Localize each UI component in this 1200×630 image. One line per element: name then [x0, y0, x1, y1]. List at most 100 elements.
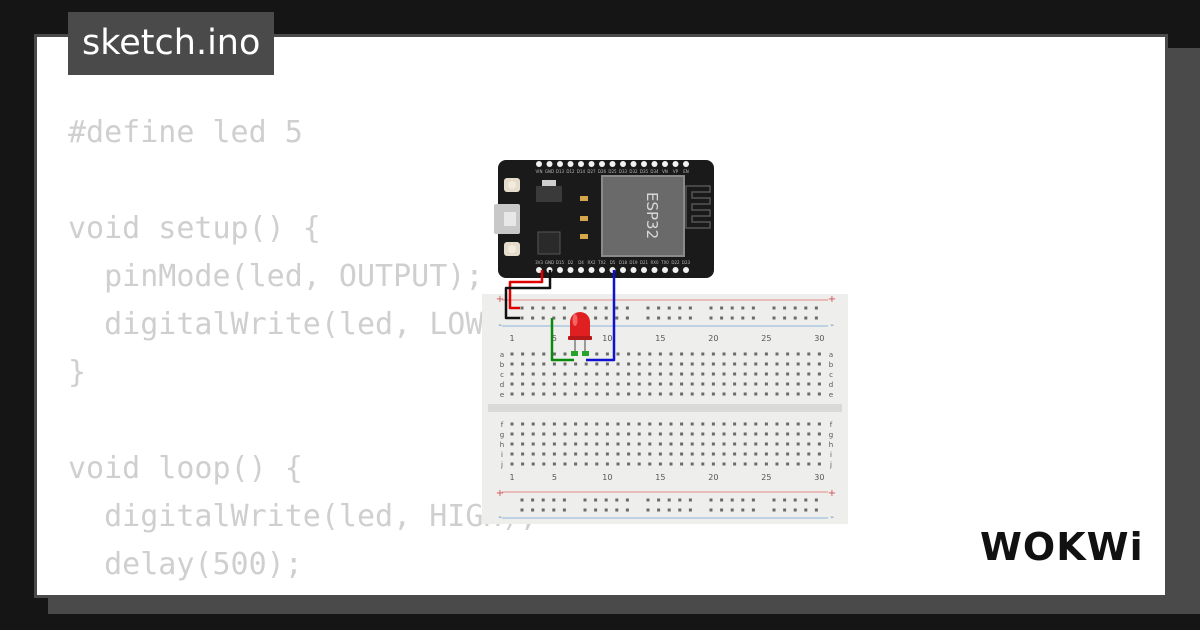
- breadboard-hole: [658, 352, 662, 356]
- breadboard-hole: [669, 352, 673, 356]
- breadboard-hole: [605, 462, 609, 466]
- breadboard-hole: [520, 498, 524, 502]
- code-line: }: [68, 355, 87, 390]
- breadboard-hole: [743, 362, 747, 366]
- row-letter: h: [500, 441, 504, 449]
- breadboard-hole: [796, 372, 800, 376]
- breadboard-hole: [669, 462, 673, 466]
- breadboard-hole: [542, 442, 546, 446]
- breadboard-hole: [817, 442, 821, 446]
- breadboard-hole: [541, 316, 545, 320]
- row-letter: i: [501, 451, 503, 459]
- breadboard-hole: [531, 462, 535, 466]
- breadboard-hole: [627, 422, 631, 426]
- led-anode-marker: [582, 351, 589, 356]
- breadboard-hole: [541, 508, 545, 512]
- wokwi-logo[interactable]: WOKWi: [978, 522, 1150, 572]
- breadboard-hole: [786, 452, 790, 456]
- breadboard-hole: [701, 392, 705, 396]
- breadboard-hole: [648, 452, 652, 456]
- pin-hole: [599, 267, 605, 273]
- breadboard-hole: [637, 452, 641, 456]
- breadboard-hole: [751, 306, 755, 310]
- pin-hole: [662, 267, 668, 273]
- breadboard-hole: [764, 362, 768, 366]
- breadboard-hole: [521, 422, 525, 426]
- pin-label: D18: [619, 260, 628, 265]
- breadboard-hole: [678, 498, 682, 502]
- breadboard-hole: [743, 392, 747, 396]
- breadboard-hole: [615, 508, 619, 512]
- file-tab[interactable]: sketch.ino: [68, 12, 275, 75]
- breadboard-hole: [711, 422, 715, 426]
- breadboard-hole: [627, 432, 631, 436]
- breadboard-hole: [605, 352, 609, 356]
- breadboard-hole: [562, 306, 566, 310]
- breadboard-hole: [604, 306, 608, 310]
- wires: [504, 270, 616, 362]
- breadboard-hole: [510, 442, 514, 446]
- breadboard-hole: [786, 442, 790, 446]
- breadboard-hole: [563, 422, 567, 426]
- breadboard-hole: [520, 316, 524, 320]
- breadboard-hole: [531, 316, 535, 320]
- breadboard-hole: [709, 316, 713, 320]
- breadboard-hole: [510, 452, 514, 456]
- breadboard-hole: [667, 316, 671, 320]
- breadboard-hole: [627, 352, 631, 356]
- breadboard-hole: [807, 452, 811, 456]
- breadboard-hole: [711, 382, 715, 386]
- led-rim: [568, 336, 592, 340]
- breadboard-hole: [814, 508, 818, 512]
- breadboard-hole: [743, 422, 747, 426]
- breadboard-hole: [793, 498, 797, 502]
- breadboard-hole: [594, 508, 598, 512]
- column-number: 5: [552, 473, 557, 482]
- breadboard-hole: [637, 422, 641, 426]
- breadboard-hole: [807, 462, 811, 466]
- pin-hole: [620, 267, 626, 273]
- led-highlight: [572, 314, 578, 326]
- pin-label: RX2: [587, 260, 596, 265]
- pin-hole: [630, 267, 637, 273]
- breadboard-hole: [531, 422, 535, 426]
- breadboard-hole: [563, 362, 567, 366]
- breadboard-hole: [772, 498, 776, 502]
- pin-hole: [578, 267, 584, 273]
- row-letter: f: [830, 421, 833, 429]
- breadboard-hole: [574, 452, 578, 456]
- breadboard-hole: [658, 452, 662, 456]
- breadboard-hole: [743, 372, 747, 376]
- breadboard-hole: [552, 442, 556, 446]
- code-line: #define led 5: [68, 115, 303, 150]
- breadboard-hole: [552, 422, 556, 426]
- breadboard-hole: [786, 382, 790, 386]
- row-letter: e: [829, 391, 833, 399]
- pin-label: VP: [673, 169, 679, 174]
- breadboard-hole: [796, 462, 800, 466]
- pin-label: D21: [640, 260, 649, 265]
- breadboard-hole: [563, 382, 567, 386]
- breadboard-hole: [616, 382, 620, 386]
- pin-hole: [567, 267, 574, 273]
- breadboard-hole: [574, 382, 578, 386]
- breadboard-hole: [616, 362, 620, 366]
- breadboard-hole: [690, 392, 694, 396]
- breadboard-hole: [751, 316, 755, 320]
- breadboard-hole: [542, 382, 546, 386]
- breadboard-hole: [658, 362, 662, 366]
- breadboard-hole: [637, 382, 641, 386]
- breadboard-hole: [775, 372, 779, 376]
- breadboard-hole: [817, 372, 821, 376]
- breadboard-hole: [658, 442, 662, 446]
- breadboard-hole: [627, 452, 631, 456]
- led: [568, 312, 592, 356]
- pin-hole: [599, 161, 605, 167]
- breadboard-hole: [772, 306, 776, 310]
- breadboard-hole: [584, 422, 588, 426]
- breadboard-hole: [804, 316, 808, 320]
- pin-hole: [683, 267, 689, 273]
- breadboard-hole: [637, 462, 641, 466]
- breadboard-hole: [796, 392, 800, 396]
- breadboard-hole: [563, 352, 567, 356]
